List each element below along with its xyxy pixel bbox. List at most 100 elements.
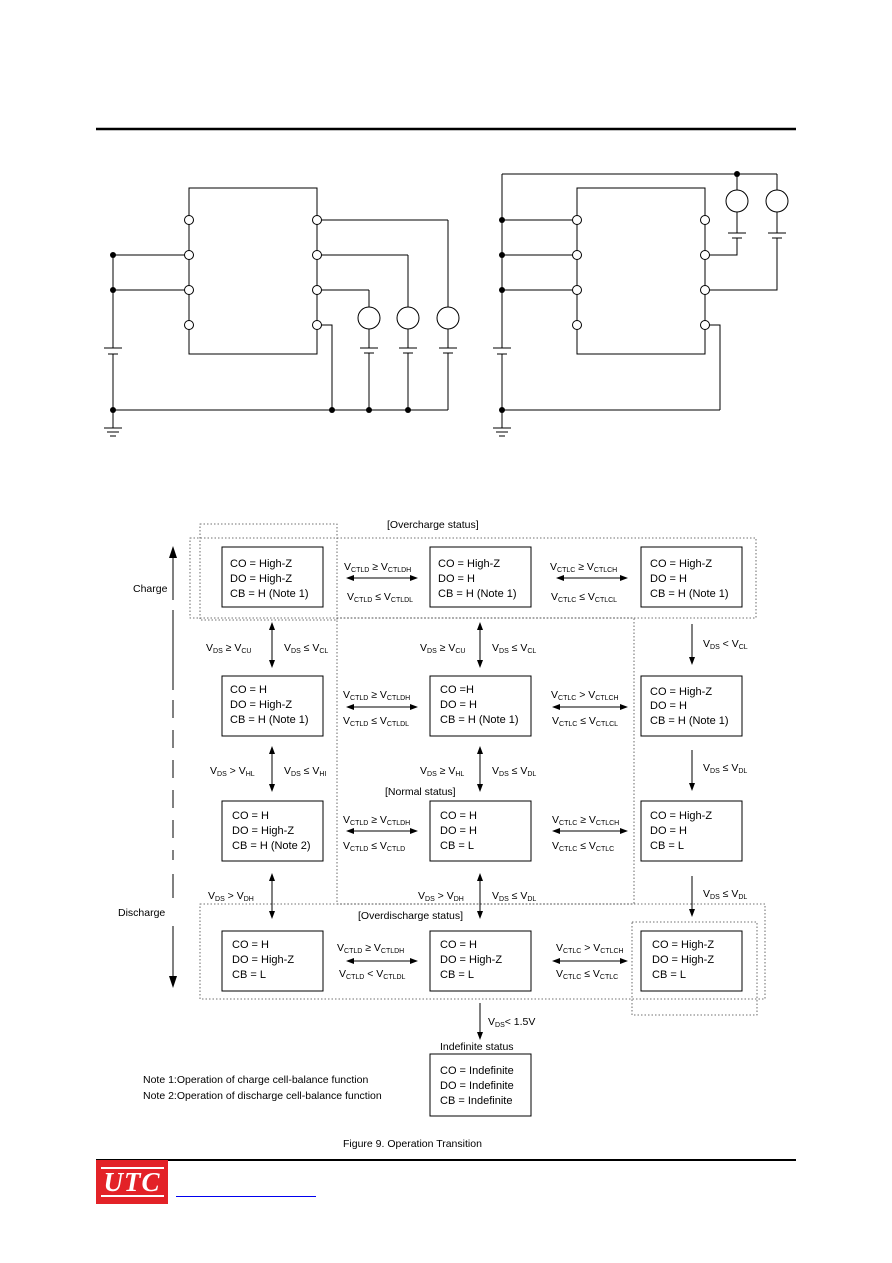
state-r2c3-cb: CB = H (Note 1) [650, 715, 729, 727]
state-r2c2-co: CO =H [440, 684, 474, 696]
utc-logo: UTC [96, 1160, 168, 1204]
cond-r1-a: VCTLD ≥ VCTLDH [344, 561, 411, 574]
state-r1c3-cb: CB = H (Note 1) [650, 588, 729, 600]
cond-v3-c: VDS > VDH [418, 890, 464, 903]
cond-v2-b: VDS ≤ VHI [284, 765, 326, 778]
state-r2c1-do: DO = High-Z [230, 699, 292, 711]
cond-v3-a: VDS > VDH [208, 890, 254, 903]
circuit-left [104, 187, 460, 437]
cond-r2-a: VCTLD ≥ VCTLDH [343, 689, 410, 702]
state-r1c1-cb: CB = H (Note 1) [230, 588, 309, 600]
region-overdischarge [199, 903, 766, 1000]
state-r1c2-cb: CB = H (Note 1) [438, 588, 517, 600]
state-r1c3-co: CO = High-Z [650, 558, 712, 570]
website-link[interactable] [176, 1196, 316, 1197]
overcharge-status-label: [Overcharge status] [387, 519, 479, 531]
cond-r3-a: VCTLD ≥ VCTLDH [343, 814, 410, 827]
ic-body-right [576, 187, 706, 355]
cond-r4-d: VCTLC ≤ VCTLC [556, 968, 618, 981]
state-r3c1-cb: CB = H (Note 2) [232, 840, 311, 852]
state-r3c3-co: CO = High-Z [650, 810, 712, 822]
state-r2c1-cb: CB = H (Note 1) [230, 714, 309, 726]
cond-r1-c: VCTLC ≥ VCTLCH [550, 561, 617, 574]
cond-v2-e: VDS ≤ VDL [703, 762, 747, 775]
state-r3c1-do: DO = High-Z [232, 825, 294, 837]
region-corner [631, 921, 758, 1016]
discharge-label: Discharge [118, 907, 165, 919]
state-r2c2-cb: CB = H (Note 1) [440, 714, 519, 726]
note-1: Note 1:Operation of charge cell-balance … [143, 1074, 368, 1086]
junctions-right [499, 171, 740, 413]
junctions-left [110, 252, 411, 413]
figure-caption: Figure 9. Operation Transition [343, 1138, 482, 1150]
ic-body-left [188, 187, 318, 355]
horizontal-transitions [350, 577, 624, 962]
region-overcharge [189, 537, 757, 619]
state-texts: CO = High-Z DO = High-Z CB = H (Note 1) … [230, 558, 729, 1107]
cond-v1-b: VDS ≤ VCL [284, 642, 328, 655]
state-indef-do: DO = Indefinite [440, 1080, 514, 1092]
region-charge [199, 523, 338, 621]
cond-v2-d: VDS ≤ VDL [492, 765, 536, 778]
cond-v1-c: VDS ≥ VCU [420, 642, 465, 655]
cond-v3-d: VDS ≤ VDL [492, 890, 536, 903]
cond-r1-b: VCTLD ≤ VCTLDL [347, 591, 413, 604]
state-r4c2-do: DO = High-Z [440, 954, 502, 966]
cond-v1-a: VDS ≥ VCU [206, 642, 251, 655]
cond-r2-b: VCTLD ≤ VCTLDL [343, 715, 409, 728]
cond-r4-c: VCTLC > VCTLCH [556, 942, 624, 955]
cond-r3-c: VCTLC ≥ VCTLCH [552, 814, 619, 827]
state-r1c1-co: CO = High-Z [230, 558, 292, 570]
state-r2c1-co: CO = H [230, 684, 267, 696]
pins-right [572, 215, 710, 330]
cond-r4-b: VCTLD < VCTLDL [339, 968, 406, 981]
state-boxes [221, 546, 743, 1117]
circuit-right [493, 173, 789, 437]
overdischarge-status-label: [Overdischarge status] [358, 910, 463, 922]
state-indef-cb: CB = Indefinite [440, 1095, 512, 1107]
state-r3c3-do: DO = H [650, 825, 687, 837]
state-r3c2-cb: CB = L [440, 840, 474, 852]
charge-arrow-head [169, 546, 177, 558]
pins-left [184, 215, 322, 330]
vertical-transitions [271, 624, 693, 1035]
status-regions [189, 523, 766, 1016]
normal-status-label: [Normal status] [385, 786, 456, 798]
state-r3c2-co: CO = H [440, 810, 477, 822]
state-r4c3-cb: CB = L [652, 969, 686, 981]
cond-v1-d: VDS ≤ VCL [492, 642, 536, 655]
cond-v2-a: VDS > VHL [210, 765, 255, 778]
cond-indef: VDS< 1.5V [488, 1016, 535, 1029]
state-r4c2-cb: CB = L [440, 969, 474, 981]
state-r4c2-co: CO = H [440, 939, 477, 951]
charge-label: Charge [133, 583, 168, 595]
state-r1c3-do: DO = H [650, 573, 687, 585]
state-r4c1-cb: CB = L [232, 969, 266, 981]
indefinite-status-label: Indefinite status [440, 1041, 514, 1053]
region-normal [336, 617, 635, 905]
note-2: Note 2:Operation of discharge cell-balan… [143, 1090, 382, 1102]
cond-r2-c: VCTLC > VCTLCH [551, 689, 619, 702]
state-r1c1-do: DO = High-Z [230, 573, 292, 585]
cond-r4-a: VCTLD ≥ VCTLDH [337, 942, 404, 955]
state-r2c2-do: DO = H [440, 699, 477, 711]
state-r3c2-do: DO = H [440, 825, 477, 837]
cond-v3-e: VDS ≤ VDL [703, 888, 747, 901]
state-r4c3-co: CO = High-Z [652, 939, 714, 951]
state-r2c3-do: DO = H [650, 700, 687, 712]
state-r1c2-do: DO = H [438, 573, 475, 585]
state-r2c3-co: CO = High-Z [650, 686, 712, 698]
state-r4c1-do: DO = High-Z [232, 954, 294, 966]
state-indef-co: CO = Indefinite [440, 1065, 514, 1077]
cond-v2-c: VDS ≥ VHL [420, 765, 464, 778]
state-r4c3-do: DO = High-Z [652, 954, 714, 966]
horizontal-arrow-heads [346, 575, 628, 964]
cond-r2-d: VCTLC ≤ VCTLCL [552, 715, 618, 728]
cond-r1-d: VCTLC ≤ VCTLCL [551, 591, 617, 604]
vertical-arrow-heads [269, 622, 695, 1040]
cond-v1-e: VDS < VCL [703, 638, 748, 651]
state-r4c1-co: CO = H [232, 939, 269, 951]
discharge-arrow-head [169, 976, 177, 988]
state-r3c3-cb: CB = L [650, 840, 684, 852]
